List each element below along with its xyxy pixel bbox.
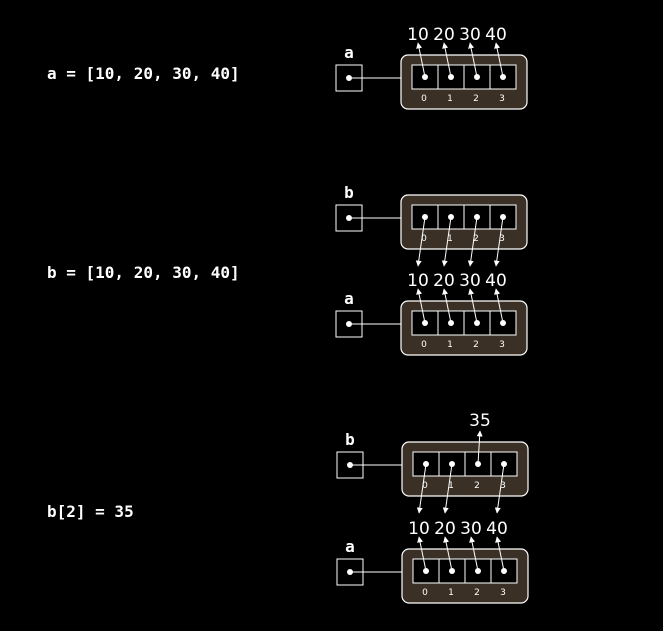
value-arrow-p3-b-2 <box>476 430 483 465</box>
cell-index-p3-b-3: 3 <box>500 481 506 491</box>
statement-3: b[2] = 35 <box>47 502 134 521</box>
cell-index-p2-b-1: 1 <box>447 234 453 244</box>
cell-index-p3-a-3: 3 <box>500 588 506 598</box>
value-arrow-p3-a-3 <box>495 536 505 572</box>
cell-index-p2-b-3: 3 <box>499 234 505 244</box>
list-cell-p3-b-3 <box>490 451 518 477</box>
value-label-p2-a-0: 10 <box>407 271 429 291</box>
value-label-p2-a-1: 20 <box>433 271 455 291</box>
shared-value-arrow-p2-b-0 <box>415 216 426 267</box>
value-arrow-p2-a-0 <box>416 288 426 324</box>
shared-value-arrow-p2-b-1 <box>441 216 452 267</box>
cell-index-p2-a-2: 2 <box>473 340 479 350</box>
var-name-p2-b: b <box>344 183 354 202</box>
value-label-p1-a-1: 20 <box>433 25 455 45</box>
value-label-p1-a-2: 30 <box>459 25 481 45</box>
shared-value-arrow-p2-b-2 <box>467 216 478 267</box>
value-label-p3-a-0: 10 <box>408 519 430 539</box>
var-name-p3-a: a <box>345 537 355 556</box>
cell-index-p1-a-2: 2 <box>473 94 479 104</box>
cell-index-p2-b-2: 2 <box>473 234 479 244</box>
statement-1: a = [10, 20, 30, 40] <box>47 64 240 83</box>
cell-index-p3-a-0: 0 <box>422 588 428 598</box>
value-label-p3-a-1: 20 <box>434 519 456 539</box>
value-arrow-p1-a-2 <box>468 42 478 78</box>
cell-index-p3-b-1: 1 <box>448 481 454 491</box>
shared-value-arrow-p3-b-3 <box>494 463 505 514</box>
value-arrow-p2-a-1 <box>442 288 452 324</box>
cell-index-p2-a-0: 0 <box>421 340 427 350</box>
value-arrow-p1-a-3 <box>494 42 504 78</box>
cell-index-p2-a-1: 1 <box>447 340 453 350</box>
statement-2: b = [10, 20, 30, 40] <box>47 263 240 282</box>
value-label-p2-a-3: 40 <box>485 271 507 291</box>
var-name-p1-a: a <box>344 43 354 62</box>
list-cell-p3-a-1 <box>438 558 466 584</box>
var-name-p2-a: a <box>344 289 354 308</box>
value-label-p1-a-3: 40 <box>485 25 507 45</box>
value-arrow-p3-a-2 <box>469 536 479 572</box>
value-label-p1-a-0: 10 <box>407 25 429 45</box>
value-arrow-p2-a-2 <box>468 288 478 324</box>
cell-index-p1-a-1: 1 <box>447 94 453 104</box>
cell-index-p2-b-0: 0 <box>421 234 427 244</box>
cell-index-p3-b-2: 2 <box>474 481 480 491</box>
value-label-p2-a-2: 30 <box>459 271 481 291</box>
value-label-p3-b-2: 35 <box>469 411 491 431</box>
shared-value-arrow-p3-b-1 <box>442 463 453 514</box>
value-arrow-p1-a-0 <box>416 42 426 78</box>
cell-index-p3-a-1: 1 <box>448 588 454 598</box>
list-cell-p2-b-0 <box>411 204 439 230</box>
cell-index-p3-a-2: 2 <box>474 588 480 598</box>
var-name-p3-b: b <box>345 430 355 449</box>
value-arrow-p3-a-1 <box>443 536 453 572</box>
value-arrow-p1-a-1 <box>442 42 452 78</box>
shared-value-arrow-p2-b-3 <box>493 216 504 267</box>
value-arrow-p2-a-3 <box>494 288 504 324</box>
cell-index-p1-a-3: 3 <box>499 94 505 104</box>
value-label-p3-a-3: 40 <box>486 519 508 539</box>
cell-index-p1-a-0: 0 <box>421 94 427 104</box>
shared-value-arrow-p3-b-0 <box>416 463 427 514</box>
cell-index-p2-a-3: 3 <box>499 340 505 350</box>
value-arrow-p3-a-0 <box>417 536 427 572</box>
value-label-p3-a-2: 30 <box>460 519 482 539</box>
cell-index-p3-b-0: 0 <box>422 481 428 491</box>
